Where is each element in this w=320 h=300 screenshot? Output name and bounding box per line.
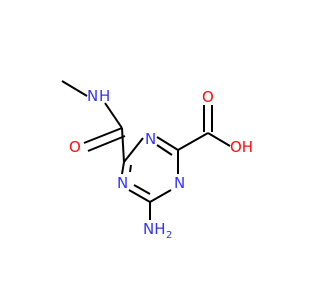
bond-ring-4 xyxy=(149,189,172,203)
bond-ring-1 xyxy=(123,137,144,163)
bond-amide-ring xyxy=(121,127,125,163)
bond-ring-acid xyxy=(177,132,209,151)
atom-labels: N H O N N N O OH NH 2 xyxy=(69,87,253,241)
bond-amide-co-a xyxy=(83,127,123,144)
bond-ring-2-inner xyxy=(156,144,173,156)
bond-ring-5-inner xyxy=(133,184,151,195)
bond-methyl-nh xyxy=(61,80,88,97)
bond-amide-co-b xyxy=(87,135,126,152)
bond-ring-6-inner xyxy=(129,164,132,173)
atom-h-amide: H xyxy=(99,87,110,105)
molecule-structure: N H O N N N O OH NH 2 xyxy=(61,80,253,241)
bond-nh-amide-carbon xyxy=(104,102,123,129)
atom-n-ring-top: N xyxy=(145,130,156,148)
bond-ring-2 xyxy=(156,136,179,151)
atom-o-acid: O xyxy=(202,88,214,106)
bonds xyxy=(61,80,231,220)
atom-n-ring-right: N xyxy=(174,174,185,192)
bond-ring-5 xyxy=(128,189,151,203)
bond-ring-6 xyxy=(121,161,125,175)
atom-o-amide: O xyxy=(69,138,81,156)
atom-n-amide: N xyxy=(87,87,98,105)
bond-acid-oh xyxy=(207,132,231,147)
atom-nh2: NH xyxy=(143,220,166,238)
atom-n-ring-left: N xyxy=(117,174,128,192)
atom-oh-acid: OH xyxy=(230,138,253,156)
atom-nh2-subscript: 2 xyxy=(166,230,172,241)
